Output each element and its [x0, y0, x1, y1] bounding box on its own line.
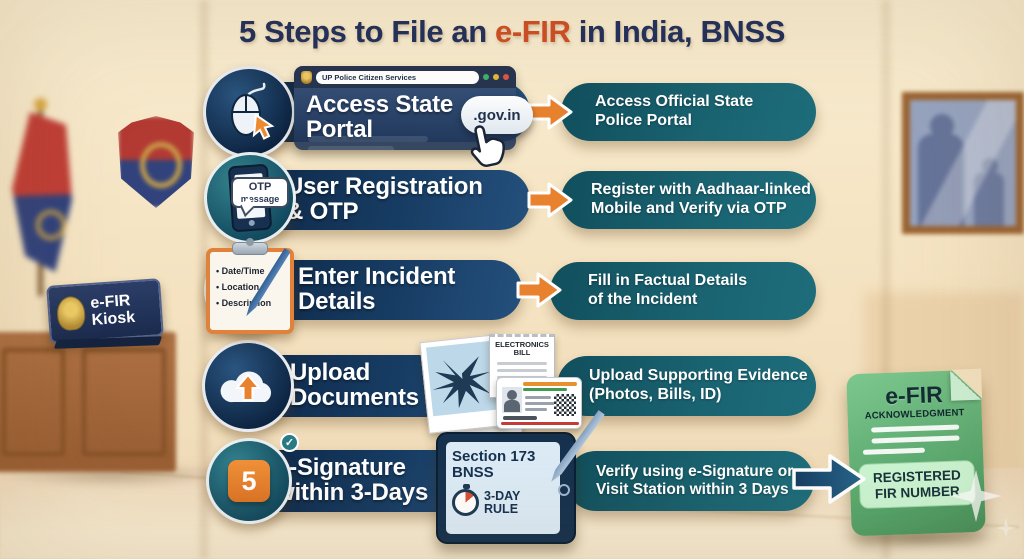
step3-label: Enter Incident Details: [298, 263, 456, 315]
efir-kiosk-sign: e-FIR Kiosk: [46, 278, 164, 344]
tablet-screen: Section 173 BNSS 3-DAY RULE: [446, 442, 560, 534]
step1-description-pill: Access Official State Police Portal: [561, 83, 816, 141]
acknowledgment-subtitle: ACKNOWLEDGMENT: [864, 407, 965, 422]
number-5-check-icon: 5 ✓: [206, 433, 299, 524]
efir-acknowledgment-card: e-FIR ACKNOWLEDGMENT REGISTERED FIR NUMB…: [846, 368, 986, 537]
id-photo: [502, 387, 522, 413]
broken-glass-photo: [419, 334, 507, 434]
step3-description: Fill in Factual Details of the Incident: [588, 272, 748, 308]
bullet-date-time: Date/Time: [216, 264, 271, 280]
kiosk-label: e-FIR Kiosk: [89, 291, 136, 329]
bill-label: ELECTRONICS BILL: [495, 340, 549, 358]
browser-dot-yellow: [493, 74, 499, 80]
step1-description: Access Official State Police Portal: [595, 93, 754, 129]
gov-in-badge: .gov.in: [461, 96, 533, 134]
person-silhouette: [982, 158, 998, 174]
blurred-text-line: [308, 136, 428, 142]
arrow-right-icon: [527, 182, 573, 218]
arrow-right-icon: [527, 94, 573, 130]
step2-description-pill: Register with Aadhaar-linked Mobile and …: [561, 171, 816, 229]
flag-finial: [34, 98, 47, 111]
id-text-line: [525, 408, 547, 411]
cloud-upload-icon: [202, 340, 294, 432]
person-silhouette: [918, 134, 964, 226]
flag-cloth: [12, 112, 72, 272]
bullet-description: Description: [216, 296, 272, 312]
id-text-line: [525, 402, 555, 405]
step5-label: e-Signature within 3-Days: [276, 454, 429, 506]
id-red-strip: [501, 422, 579, 425]
folded-corner: [950, 369, 982, 401]
computer-mouse-icon: [203, 66, 295, 158]
browser-titlebar: UP Police Citizen Services: [294, 66, 516, 88]
browser-dot-green: [483, 74, 489, 80]
step4-description: Upload Supporting Evidence (Photos, Bill…: [589, 367, 808, 403]
page-title: 5 Steps to File an e-FIR in India, BNSS: [0, 14, 1024, 50]
title-prefix: 5 Steps to File an: [239, 14, 495, 49]
bullet-location: Location: [216, 280, 271, 296]
title-suffix: in India, BNSS: [570, 14, 786, 49]
stopwatch-icon: [452, 484, 479, 517]
rule-text: 3-DAY RULE: [484, 488, 521, 516]
three-day-rule-row: 3-DAY RULE: [452, 484, 554, 517]
browser-address-bar: UP Police Citizen Services: [316, 70, 479, 84]
result-arrow-icon: [792, 454, 866, 504]
step4-label: Upload Documents: [290, 359, 419, 411]
blurred-text-line: [308, 146, 394, 150]
title-highlight: e-FIR: [494, 14, 571, 49]
document-line: [871, 435, 960, 444]
id-number-line: [503, 416, 537, 420]
photo-image: [425, 340, 499, 417]
person-silhouette: [974, 172, 1004, 226]
police-flag: [8, 98, 88, 298]
browser-dot-red: [503, 74, 509, 80]
browser-body: Access State Portal: [294, 88, 516, 150]
bill-line: [497, 368, 547, 372]
document-line: [862, 447, 925, 455]
wooden-desk: [0, 332, 176, 472]
step-number-badge: 5: [228, 460, 270, 502]
document-line: [871, 424, 960, 433]
id-orange-strip: [523, 382, 577, 386]
step5-description-pill: Verify using e-Signature or Visit Statio…: [566, 451, 814, 511]
step1-label: Access State Portal: [306, 91, 454, 143]
framed-window: [902, 92, 1024, 234]
step4-description-pill: Upload Supporting Evidence (Photos, Bill…: [557, 356, 816, 416]
browser-window: UP Police Citizen Services Access State …: [294, 66, 516, 150]
step2-description: Register with Aadhaar-linked Mobile and …: [591, 181, 811, 217]
otp-phone-icon: OTP message: [204, 152, 296, 244]
clipboard-clip: [232, 238, 268, 255]
section-173-text: Section 173 BNSS: [452, 448, 536, 482]
step3-description-pill: Fill in Factual Details of the Incident: [550, 262, 816, 320]
police-shield-wall-emblem: [118, 116, 194, 208]
police-emblem-icon: [301, 70, 312, 84]
clipboard-bullets: Date/Time Location Description: [216, 264, 272, 312]
hand-cursor-icon: [470, 125, 505, 167]
otp-message-bubble: OTP message: [231, 177, 289, 208]
registered-fir-number-badge: REGISTERED FIR NUMBER: [858, 459, 976, 510]
bnss-tablet: Section 173 BNSS 3-DAY RULE: [436, 432, 576, 544]
bill-line: [497, 361, 547, 365]
step5-description: Verify using e-Signature or Visit Statio…: [596, 462, 794, 498]
check-icon: ✓: [280, 433, 299, 452]
wall-corner-left: [196, 0, 212, 559]
qr-code: [554, 394, 576, 416]
phone-home-button: [248, 219, 255, 227]
aadhaar-id-card: [496, 377, 582, 429]
id-green-strip: [523, 388, 567, 391]
arrow-right-icon: [516, 272, 562, 308]
police-emblem-icon: [56, 296, 86, 331]
id-text-line: [525, 396, 551, 399]
